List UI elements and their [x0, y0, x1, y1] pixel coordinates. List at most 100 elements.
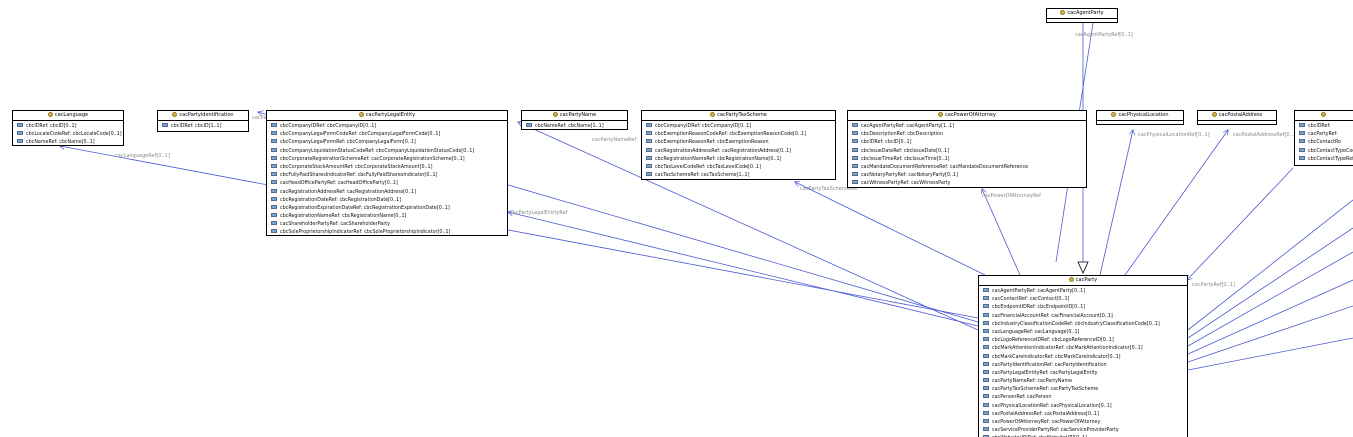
attribute-row[interactable]: cbcIDRef: cbcID[1..1] — [162, 123, 248, 131]
attribute-row[interactable]: cbcContactTypeRef — [1299, 155, 1353, 164]
class-header[interactable]: cacLanguage — [13, 111, 123, 121]
attribute-icon — [983, 402, 989, 407]
attribute-row[interactable]: cbcExemptionReasonCodeRef: cbcExemptionR… — [646, 131, 835, 139]
attribute-text: cbcIndustryClassificationCodeRef: cbcInd… — [992, 321, 1160, 327]
class-header[interactable]: cacPostalAddress — [1198, 111, 1276, 121]
attribute-row[interactable]: cbcCompanyLiquidationStatusCodeRef: cbcC… — [271, 147, 507, 156]
wire-right-3 — [1187, 251, 1353, 347]
attribute-row[interactable]: cbcDescriptionRef: cbcDescription — [852, 131, 1086, 139]
attribute-row[interactable]: cbcIDRef: cbcID[0..1] — [17, 123, 123, 131]
attribute-row[interactable]: cbcIssueTimeRef: cbcIssueTime[0..1] — [852, 155, 1086, 164]
attribute-row[interactable]: cacPostalAddressRef: cacPostalAddress[0.… — [983, 410, 1187, 419]
attribute-text: cacLanguageRef: cacLanguage[0..1] — [992, 329, 1080, 335]
class-header[interactable]: cacPowerOfAttorney — [848, 111, 1086, 121]
attribute-row[interactable]: cacAgentPartyRef: cacAgentParty[0..1] — [983, 288, 1187, 296]
class-header[interactable]: cacPartyTaxScheme — [642, 111, 835, 121]
attribute-row[interactable]: cbcCompanyIDRef: cbcCompanyID[0..1] — [271, 123, 507, 131]
attribute-row[interactable]: cbcMarkAttentionIndicatorRef: cbcMarkAtt… — [983, 345, 1187, 353]
attribute-row[interactable]: cbcSoleProprietorshipIndicatorRef: cbcSo… — [271, 229, 507, 235]
attribute-row[interactable]: cbcLocaleCodeRef: cbcLocaleCode[0..1] — [17, 131, 123, 139]
attribute-row[interactable]: cbcIDRef: cbcID[0..1] — [852, 139, 1086, 147]
attribute-row[interactable]: cacAgentPartyRef: cacAgentParty[1..1] — [852, 123, 1086, 131]
attribute-row[interactable]: cbcRegistrationExpirationDateRef: cbcReg… — [271, 204, 507, 213]
class-postal-address[interactable]: cacPostalAddress — [1197, 110, 1277, 125]
class-header[interactable]: cacPartyLegalEntity — [267, 111, 507, 121]
attribute-row[interactable]: cbcNameRef: cbcName[1..1] — [526, 123, 627, 129]
class-power-of-attorney[interactable]: cacPowerOfAttorney cacAgentPartyRef: cacA… — [847, 110, 1087, 188]
attribute-row[interactable]: cbcCorporateStockAmountRef: cbcCorporate… — [271, 163, 507, 172]
class-party-name[interactable]: cacPartyName cbcNameRef: cbcName[1..1] — [521, 110, 628, 130]
attribute-icon — [646, 123, 652, 127]
attribute-row[interactable]: cacPartyNameRef: cacPartyName — [983, 378, 1187, 386]
attribute-icon — [852, 131, 858, 136]
attribute-row[interactable]: cbcMarkCareIndicatorRef: cbcMarkCareIndi… — [983, 353, 1187, 362]
class-attributes: cbcCompanyIDRef: cbcCompanyID[0..1]cbcCo… — [267, 121, 507, 235]
attribute-row[interactable]: cacNotaryPartyRef: cacNotaryParty[0..1] — [852, 172, 1086, 180]
attribute-row[interactable]: cbcNameRef: cbcName[0..1] — [17, 139, 123, 145]
attribute-row[interactable]: cbcRegistrationDateRef: cbcRegistrationD… — [271, 196, 507, 205]
attribute-row[interactable]: cbcIndustryClassificationCodeRef: cbcInd… — [983, 320, 1187, 329]
attribute-text: cbcCompanyLiquidationStatusCodeRef: cbcC… — [280, 148, 475, 154]
attribute-row[interactable]: cbcRegistrationNameRef: cbcRegistrationN… — [646, 155, 835, 164]
attribute-text: cbcTaxLevelCodeRef: cbcTaxLevelCode[0..1… — [655, 164, 761, 170]
attribute-row[interactable]: cbcFullyPaidSharesIndicatorRef: cbcFully… — [271, 172, 507, 180]
class-party-identification[interactable]: cacPartyIdentification cbcIDRef: cbcID[1.… — [157, 110, 249, 132]
class-header[interactable]: cacPhysicalLocation — [1097, 111, 1183, 121]
attribute-icon — [983, 361, 989, 366]
label-postal-address-ref: cacPostalAddressRef[0..1] — [1233, 132, 1298, 138]
attribute-row[interactable]: cacPartyTaxSchemeRef: cacPartyTaxScheme — [983, 386, 1187, 394]
attribute-row[interactable]: cacPartyIdentificationRef: cacPartyIdent… — [983, 361, 1187, 370]
attribute-icon — [983, 410, 989, 415]
attribute-row[interactable]: cacLanguageRef: cacLanguage[0..1] — [983, 328, 1187, 337]
class-agent-party[interactable]: cacAgentParty — [1046, 8, 1118, 23]
attribute-text: cbcExemptionReasonCodeRef: cbcExemptionR… — [655, 132, 806, 138]
class-physical-location[interactable]: cacPhysicalLocation — [1096, 110, 1184, 125]
attribute-row[interactable]: cacMandateDocumentReferenceRef: cacManda… — [852, 163, 1086, 172]
attribute-row[interactable]: cbcCorporateRegistrationSchemeRef: cacCo… — [271, 155, 507, 164]
attribute-icon — [271, 188, 277, 193]
class-party-tax-scheme[interactable]: cacPartyTaxScheme cbcCompanyIDRef: cbcCom… — [641, 110, 836, 180]
attribute-row[interactable]: cacRegistrationAddressRef: cacRegistrati… — [646, 147, 835, 156]
wire-party-legal-entity — [508, 212, 979, 327]
attribute-row[interactable]: cbcLogoReferenceIDRef: cbcLogoReferenceI… — [983, 337, 1187, 345]
attribute-row[interactable]: cbcEndpointIDRef: cbcEndpointID[0..1] — [983, 304, 1187, 312]
attribute-row[interactable]: cacWitnessPartyRef: cacWitnessParty — [852, 180, 1086, 187]
class-header[interactable]: cacParty — [979, 276, 1187, 286]
attribute-row[interactable]: cbcIssueDateRef: cbcIssueDate[0..1] — [852, 147, 1086, 156]
attribute-text: cbcMarkAttentionIndicatorRef: cbcMarkAtt… — [992, 346, 1143, 352]
attribute-row[interactable]: cbcCompanyLegalFormCodeRef: cbcCompanyLe… — [271, 131, 507, 139]
wire-right-5 — [1187, 305, 1353, 363]
attribute-row[interactable]: cbcRegistrationNameRef: cbcRegistrationN… — [271, 213, 507, 221]
class-header[interactable]: cacPartyName — [522, 111, 627, 121]
attribute-text: cacPartyLegalEntityRef: cacPartyLegalEnt… — [992, 370, 1098, 376]
attribute-row[interactable]: cacPhysicalLocationRef: cacPhysicalLocat… — [983, 402, 1187, 411]
attribute-icon — [271, 204, 277, 209]
class-header[interactable]: cacPartyIdentification — [158, 111, 248, 121]
attribute-row[interactable]: cacPowerOfAttorneyRef: cacPowerOfAttorne… — [983, 419, 1187, 427]
class-header[interactable]: cacAgentParty — [1047, 9, 1117, 19]
attribute-row[interactable]: cacPartyLegalEntityRef: cacPartyLegalEnt… — [983, 369, 1187, 378]
attribute-row[interactable]: cbcIDRef: — [1299, 123, 1353, 131]
attribute-row[interactable]: cacFinancialAccountRef: cacFinancialAcco… — [983, 312, 1187, 321]
attribute-row[interactable]: cacPersonRef: cacPerson — [983, 394, 1187, 402]
attribute-row[interactable]: cacTaxSchemeRef: cacTaxScheme[1..1] — [646, 172, 835, 179]
attribute-row[interactable]: cacHeadOfficePartyRef: cacHeadOfficePart… — [271, 180, 507, 188]
attribute-row[interactable]: cacServiceProviderPartyRef: cacServicePr… — [983, 427, 1187, 435]
attribute-row[interactable]: cacContactRef: cacContact[0..1] — [983, 296, 1187, 304]
attribute-row[interactable]: cbcExemptionReasonRef: cbcExemptionReaso… — [646, 139, 835, 147]
attribute-row[interactable]: cacShareholderPartyRef: cacShareholderPa… — [271, 221, 507, 229]
class-party[interactable]: cacParty cacAgentPartyRef: cacAgentParty[… — [978, 275, 1188, 437]
attribute-row[interactable]: cacPartyRef: — [1299, 131, 1353, 139]
class-header[interactable] — [1295, 111, 1353, 121]
attribute-row[interactable]: cbcTaxLevelCodeRef: cbcTaxLevelCode[0..1… — [646, 163, 835, 172]
attribute-row[interactable]: cbcCompanyLegalFormRef: cbcCompanyLegalF… — [271, 139, 507, 147]
attribute-row[interactable]: cbcContactRo — [1299, 139, 1353, 147]
attribute-row[interactable]: cacRegistrationAddressRef: cacRegistrati… — [271, 188, 507, 197]
class-icon — [1211, 111, 1217, 117]
attribute-row[interactable]: cbcContactTypeCod — [1299, 147, 1353, 156]
class-language[interactable]: cacLanguage cbcIDRef: cbcID[0..1]cbcLocal… — [12, 110, 124, 146]
attribute-row[interactable]: cbcCompanyIDRef: cbcCompanyID[0..1] — [646, 123, 835, 131]
